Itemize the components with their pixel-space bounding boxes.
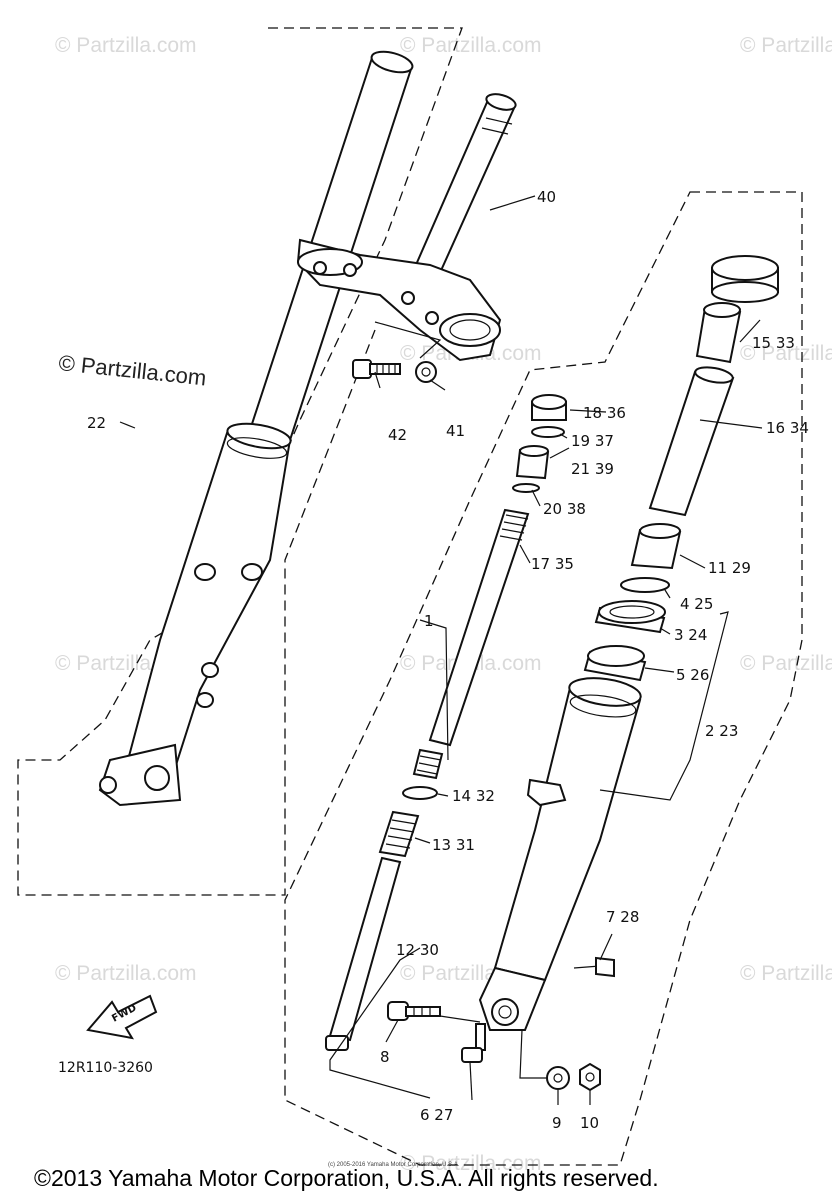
callout-6-27: 6 27 [420,1106,453,1124]
watermark: © Partzilla.com [740,342,832,365]
main-watermark: © Partzilla.com [57,350,207,390]
part-21-39 [515,445,550,480]
part-19-37 [531,426,565,438]
callout-10: 10 [580,1114,599,1132]
watermark: © Partzilla.com [55,962,197,985]
leader-line [374,321,442,359]
callout-17-35: 17 35 [531,555,574,573]
watermark: © Partzilla.com [740,652,832,675]
callout-14-32: 14 32 [452,787,495,805]
watermark: © Partzilla.com [740,34,832,57]
callout-7-28: 7 28 [606,908,639,926]
callout-12-30: 12 30 [396,941,439,959]
right-assembly-boundary [284,191,803,1166]
fwd-arrow-icon: FWD [86,994,158,1040]
bolt-42 [352,359,401,379]
watermark: © Partzilla.com [55,34,197,57]
callout-41: 41 [446,422,465,440]
callout-1: 1 [424,612,434,630]
part-12-30 [325,856,402,1051]
part-3-24 [594,600,666,634]
part-13-31 [378,810,420,858]
callout-18-36: 18 36 [583,404,626,422]
washer-41 [415,361,437,383]
callout-8: 8 [380,1048,390,1066]
part-20-38 [512,483,540,493]
callout-40: 40 [537,188,556,206]
part-2-23 [478,677,642,1031]
callout-42: 42 [388,426,407,444]
part-14-32 [402,786,438,800]
watermark: © Partzilla.com [400,1152,542,1175]
diagram-code: 12R110-3260 [58,1060,153,1076]
part-11-29 [630,523,682,570]
callout-labels: 40 41 42 22 1 15 33 16 34 18 36 19 37 21… [87,188,809,1132]
part-16-34 [648,366,735,517]
callout-9: 9 [552,1114,562,1132]
callout-2-23: 2 23 [705,722,738,740]
small-notice: (c) 2005-2016 Yamaha Motor Corporation, … [328,1162,460,1168]
part-5-26 [583,645,647,682]
watermark: © Partzilla.com [400,34,542,57]
callout-13-31: 13 31 [432,836,475,854]
callout-22: 22 [87,414,106,432]
nut-10 [579,1062,601,1092]
screw-6-27 [461,1023,486,1063]
callout-15-33: 15 33 [752,334,795,352]
washer-9 [546,1066,570,1090]
part-4-25 [620,577,670,593]
assembled-fork-22 [98,50,517,807]
callout-21-39: 21 39 [571,460,614,478]
copyright-notice: ©2013 Yamaha Motor Corporation, U.S.A. A… [34,1165,659,1191]
callout-4-25: 4 25 [680,595,713,613]
bolt-8 [387,1001,441,1021]
callout-16-34: 16 34 [766,419,809,437]
callout-5-26: 5 26 [676,666,709,684]
bolt-7-28 [573,956,615,978]
callout-19-37: 19 37 [571,432,614,450]
callout-20-38: 20 38 [543,500,586,518]
part-17-35 [428,508,530,747]
spring-lower [412,748,444,780]
spacer [695,302,742,364]
callout-11-29: 11 29 [708,559,751,577]
callout-3-24: 3 24 [674,626,707,644]
leader-lines [119,195,763,1105]
part-15-33 [711,255,779,303]
part-18-36 [531,394,567,421]
watermark: © Partzilla.com [740,962,832,985]
